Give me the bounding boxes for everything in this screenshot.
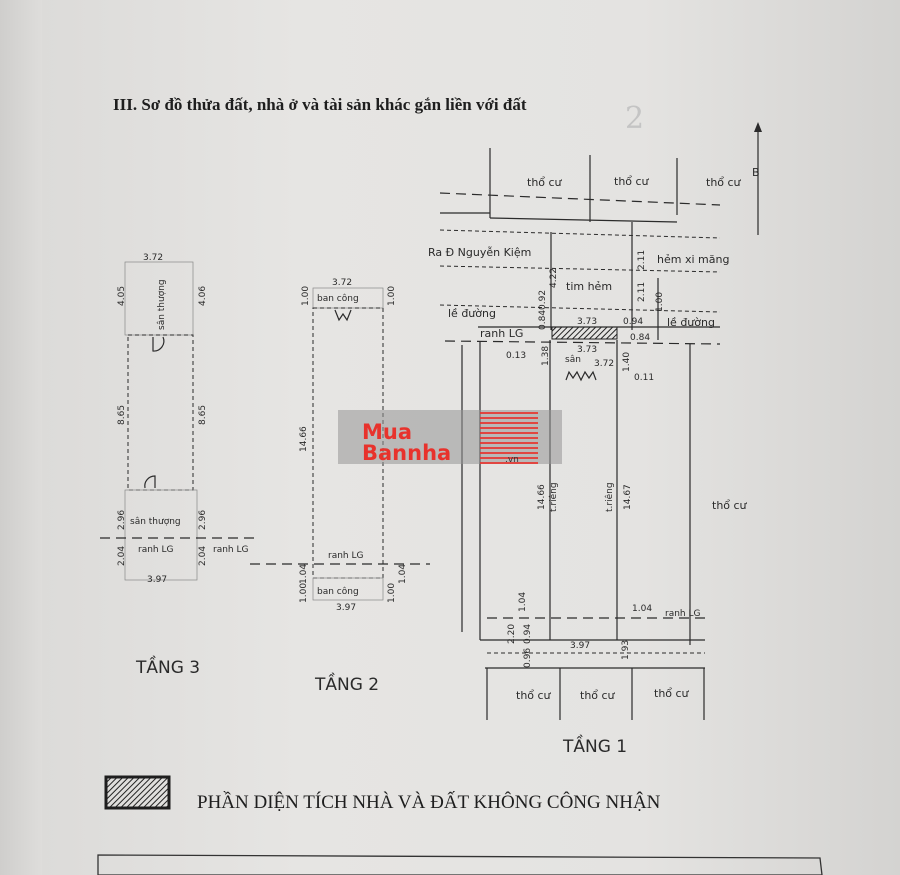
section-title: III. Sơ đồ thửa đất, nhà ở và tài sản kh… (113, 95, 527, 114)
dim-label: 1.00 (387, 286, 397, 306)
dim-label: 2.11 (637, 250, 647, 270)
dim-label: 1.00 (301, 286, 311, 306)
sidewalk-label: lề đường (667, 316, 715, 329)
floor1-label: TẦNG 1 (562, 733, 627, 757)
north-label: B (752, 166, 760, 179)
dim-label: 3.72 (594, 359, 614, 369)
dim-label: 2.04 (198, 546, 208, 566)
wall-label: t.riêng (604, 482, 615, 512)
dim-label: 1.04 (632, 604, 652, 614)
roof-terrace-label: sân thượng (130, 517, 181, 527)
balcony-label: ban công (317, 293, 359, 304)
dim-label: 0.96 (523, 648, 533, 668)
dim-label: 1.00 (299, 583, 309, 603)
dim-label: 3.97 (336, 603, 356, 613)
alley-center-label: tim hẻm (566, 280, 612, 293)
road-label: Ra Đ Nguyễn Kiệm (428, 246, 531, 259)
dim-label: 0.13 (506, 351, 526, 361)
floor1-plan: thổ cư thổ cư thổ cư Ra Đ Nguyễn Kiệm hẻ… (428, 148, 748, 757)
watermark-suffix: .vn (505, 455, 519, 465)
roof-terrace-label: sân thượng (157, 279, 167, 330)
page-edge (0, 0, 42, 875)
dim-label: 2.04 (117, 546, 127, 566)
dim-label: 1.40 (622, 352, 632, 372)
dim-label: 3.97 (570, 641, 590, 651)
dim-label: 4.22 (549, 268, 559, 288)
dim-label: 14.66 (299, 426, 309, 452)
neighbor-label: thổ cư (516, 689, 552, 702)
dim-label: 8.65 (117, 405, 127, 425)
neighbor-label: thổ cư (614, 175, 650, 188)
bottom-box (97, 854, 823, 875)
dim-label: 2.96 (198, 510, 208, 530)
dim-label: 3.73 (577, 345, 597, 355)
neighbor-label: thổ cư (706, 176, 742, 189)
dim-label: 3.72 (332, 278, 352, 288)
dim-label: 2.11 (637, 282, 647, 302)
dim-label: 0.94 (523, 624, 533, 644)
dim-label: 0.84 (538, 310, 548, 330)
dim-label: 1.00 (655, 292, 665, 312)
dim-label: 3.97 (147, 575, 167, 585)
dim-label: 3.73 (577, 317, 597, 327)
sidewalk-label: lề đường (448, 307, 496, 320)
neighbor-label: thổ cư (654, 687, 690, 700)
floor2-plan: 3.72 ban công 1.00 1.00 14.66 ranh LG 1.… (250, 278, 430, 695)
dim-label: 0.84 (630, 333, 650, 343)
floor3-plan: 3.72 4.05 4.06 sân thượng 8.65 8.65 2.96… (100, 253, 255, 678)
building-logo-icon (480, 412, 538, 464)
neighbor-label: thổ cư (580, 689, 616, 702)
dim-label: 0.94 (623, 317, 643, 327)
alley-label: hẻm xi măng (657, 253, 729, 266)
watermark-line2: Bannha (362, 441, 452, 465)
dim-label: 14.67 (623, 484, 633, 510)
dim-label: 0.92 (538, 290, 548, 310)
balcony-label: ban công (317, 586, 359, 597)
dim-label: 1.04 (299, 564, 309, 584)
dim-label: 4.05 (117, 286, 127, 306)
watermark-line1: Mua (362, 420, 413, 444)
drain-label: ranh LG (138, 545, 173, 555)
hatch-legend-swatch (104, 775, 171, 810)
north-arrow-icon: B (752, 122, 762, 235)
drain-label: ranh LG (328, 551, 363, 561)
legend: PHẦN DIỆN TÍCH NHÀ VÀ ĐẤT KHÔNG CÔNG NHẬ… (104, 775, 661, 813)
dim-label: 1.00 (387, 583, 397, 603)
dim-label: 1.38 (541, 346, 551, 366)
legend-text: PHẦN DIỆN TÍCH NHÀ VÀ ĐẤT KHÔNG CÔNG NHẬ… (197, 791, 661, 813)
handwritten-note: 2 (625, 101, 644, 136)
drain-label: ranh LG (480, 327, 523, 340)
dim-label: 14.66 (537, 484, 547, 510)
wall-label: t.riêng (548, 482, 559, 512)
dim-label: 1.04 (518, 592, 528, 612)
dim-label: 0.11 (634, 373, 654, 383)
dim-label: 4.06 (198, 286, 208, 306)
dim-label: 1.93 (621, 640, 631, 660)
floor3-label: TẦNG 3 (135, 654, 200, 678)
dim-label: 8.65 (198, 405, 208, 425)
dim-label: 2.96 (117, 510, 127, 530)
neighbor-label: thổ cư (712, 499, 748, 512)
floor2-label: TẦNG 2 (314, 671, 379, 695)
unrecognized-area (551, 326, 618, 340)
dim-label: 3.72 (143, 253, 163, 263)
dim-label: 2.20 (507, 624, 517, 644)
dim-label: 1.04 (398, 564, 408, 584)
yard-label: sân (565, 355, 581, 365)
drain-label: ranh LG (665, 609, 700, 619)
neighbor-label: thổ cư (527, 176, 563, 189)
drain-label: ranh LG (213, 545, 248, 555)
